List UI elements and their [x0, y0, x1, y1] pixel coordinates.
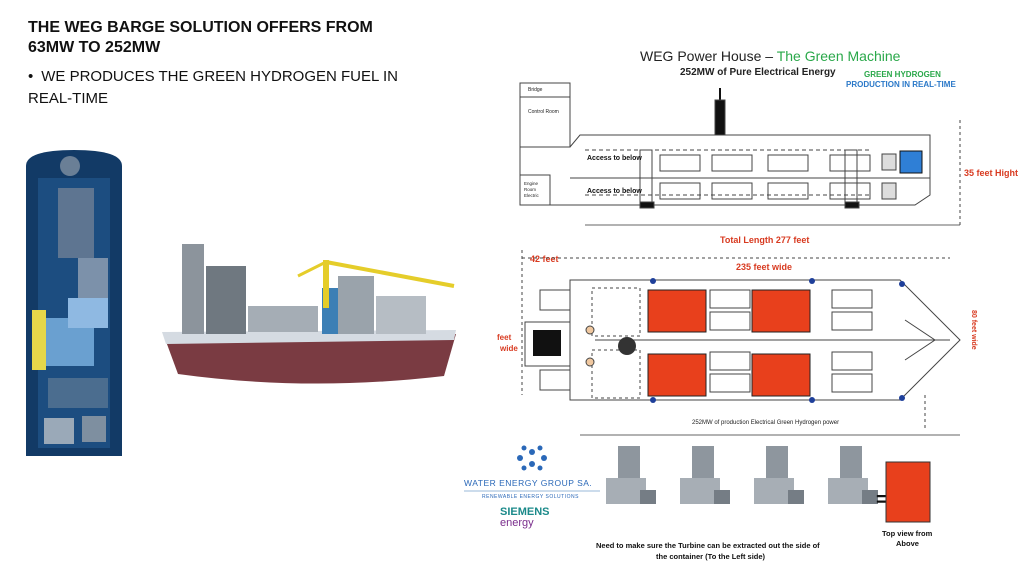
plan-view	[521, 250, 961, 436]
barge-topview-image	[26, 150, 122, 456]
barge-engineering-diagram: WEG Power House – The Green Machine 252M…	[497, 48, 1018, 436]
turbine-unit-2	[680, 446, 730, 504]
control-room-box	[519, 96, 571, 148]
note-line-1: Need to make sure the Turbine can be ext…	[596, 541, 820, 550]
equals-sign: =	[876, 489, 888, 511]
turbine-unit-4	[828, 446, 878, 504]
weg-logo-icon	[517, 445, 547, 471]
top-view-group: = Top view from Above	[876, 461, 933, 548]
hull-outline	[519, 134, 931, 206]
title-line-2: 63MW TO 252MW	[28, 39, 161, 56]
bullet-line-2: REAL-TIME	[28, 90, 109, 107]
bullet-line-1: WE PRODUCES THE GREEN HYDROGEN FUEL IN	[41, 68, 398, 85]
side-units-upper	[659, 154, 871, 172]
weg-tagline: RENEWABLE ENERGY SOLUTIONS	[482, 494, 579, 500]
title-line-1: THE WEG BARGE SOLUTION OFFERS FROM	[28, 19, 373, 36]
hydrogen-box-blue	[899, 150, 923, 174]
engine-room-label-2: Room	[524, 187, 536, 192]
bridge-label: Bridge	[528, 87, 543, 93]
access-below-upper: Access to below	[587, 155, 642, 162]
top-view-label-1: Top view from	[882, 529, 933, 538]
plan-blue-dots	[650, 278, 905, 403]
access-below-lower: Access to below	[587, 188, 642, 195]
plan-black-block	[533, 330, 561, 356]
width-42-label: 42 feet	[530, 254, 559, 264]
energy-text: energy	[500, 517, 534, 529]
bullet-point: •WE PRODUCES THE GREEN HYDROGEN FUEL IN …	[28, 66, 458, 110]
right-80-label: 80 feet wide	[970, 310, 977, 350]
note-line-2: the container (To the Left side)	[656, 552, 766, 561]
turbine-unit-3	[754, 446, 804, 504]
plan-red-blocks	[647, 289, 811, 397]
weg-company-name: WATER ENERGY GROUP SA.	[464, 478, 592, 488]
bullet-dot-icon: •	[28, 68, 34, 85]
extraction-note: Need to make sure the Turbine can be ext…	[596, 541, 820, 561]
engine-room-label-3: Electric	[524, 193, 540, 198]
engine-room-label-1: Engine	[524, 181, 539, 186]
width-235-label: 235 feet wide	[736, 262, 792, 272]
side-units-lower	[659, 182, 871, 200]
turbine-unit-1	[606, 446, 656, 504]
plan-turbine-circle	[618, 337, 636, 355]
company-logos: WATER ENERGY GROUP SA. RENEWABLE ENERGY …	[464, 445, 600, 529]
left-wide-label: wide	[499, 344, 518, 353]
top-view-red-block	[885, 461, 931, 523]
plan-node-upper	[585, 325, 595, 335]
control-room-label: Control Room	[528, 109, 559, 115]
left-feet-label: feet	[497, 333, 512, 342]
production-caption: 252MW of production Electrical Green Hyd…	[692, 420, 839, 426]
top-view-label-2: Above	[896, 539, 919, 548]
turbine-renders	[606, 446, 878, 504]
slide-title: THE WEG BARGE SOLUTION OFFERS FROM 63MW …	[28, 18, 448, 58]
height-label: 35 feet Hight	[964, 168, 1018, 178]
diagram-subheader: 252MW of Pure Electrical Energy	[680, 67, 836, 78]
production-realtime-label: PRODUCTION IN REAL-TIME	[846, 80, 956, 89]
siemens-text: SIEMENS	[500, 506, 550, 518]
barge-3d-image	[162, 244, 456, 384]
plan-node-lower	[585, 357, 595, 367]
engine-room-box	[519, 174, 551, 206]
green-hydrogen-label: GREEN HYDROGEN	[864, 70, 941, 79]
diagram-header: WEG Power House – The Green Machine	[640, 48, 901, 64]
side-elevation	[519, 82, 961, 226]
total-length-label: Total Length 277 feet	[720, 235, 809, 245]
